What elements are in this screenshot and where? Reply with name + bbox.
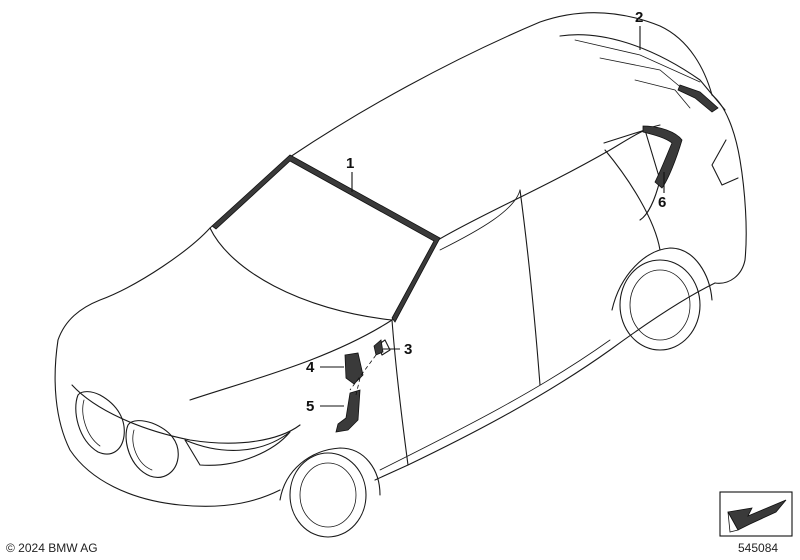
part-3-seal — [373, 339, 384, 356]
part-5-trim — [335, 389, 361, 433]
leader-lines — [320, 26, 665, 407]
part-2-spoiler-seal — [677, 84, 719, 113]
diagram-number: 545084 — [738, 541, 779, 555]
parts — [211, 84, 719, 433]
callout-2: 2 — [635, 9, 643, 26]
callout-1: 1 — [346, 155, 354, 172]
car-body-outline — [54, 12, 747, 538]
arrow-pointer-icon — [719, 491, 793, 537]
callout-3: 3 — [404, 341, 412, 358]
copyright-text: © 2024 BMW AG — [6, 541, 98, 555]
callout-labels: 1 2 3 4 5 6 — [306, 9, 666, 415]
callout-5: 5 — [306, 398, 314, 415]
part-6-rear-window-trim — [642, 125, 683, 189]
part-1-windshield-seal — [211, 154, 441, 323]
callout-6: 6 — [658, 194, 666, 211]
callout-4: 4 — [306, 359, 315, 376]
part-4-cover — [344, 352, 364, 385]
